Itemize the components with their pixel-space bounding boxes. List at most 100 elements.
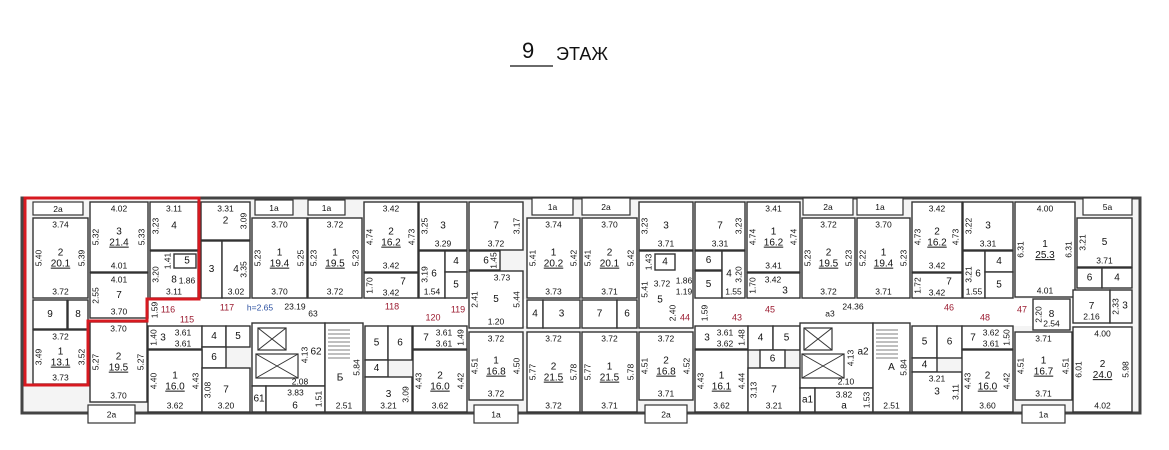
room[interactable]: 32.33	[1109, 289, 1133, 324]
room[interactable]: 4	[747, 325, 774, 351]
room[interactable]: 61.871.45	[468, 250, 501, 281]
room[interactable]: 73.723.17	[468, 201, 524, 251]
room[interactable]: 33.613.611.40	[147, 325, 203, 350]
room[interactable]: 5	[225, 325, 251, 348]
room[interactable]: 5	[772, 325, 801, 351]
balcony[interactable]: 1а	[1021, 404, 1066, 424]
room[interactable]: 33.713.23	[638, 201, 694, 251]
room[interactable]: а1	[799, 387, 816, 413]
room[interactable]: 4	[1101, 267, 1133, 289]
room[interactable]: 51.41	[162, 252, 197, 269]
room[interactable]: 4	[444, 250, 468, 273]
room[interactable]: 33.293.25	[418, 201, 468, 251]
room[interactable]: 4	[984, 250, 1014, 273]
room[interactable]: 6	[1076, 267, 1103, 289]
room[interactable]: 4	[911, 357, 938, 373]
room[interactable]: 6	[387, 325, 413, 361]
balcony[interactable]: 1а	[856, 197, 904, 216]
room[interactable]: 5	[984, 271, 1014, 299]
room[interactable]: 33.213.11	[911, 371, 963, 413]
balcony[interactable]: 5а	[1082, 197, 1133, 216]
room[interactable]: 4	[526, 299, 544, 329]
room[interactable]: 73.421.70	[363, 272, 419, 299]
room[interactable]: 23.313.09	[200, 201, 251, 241]
room[interactable]: 53.713.21	[1076, 217, 1133, 268]
room[interactable]: 61.553.21	[962, 250, 986, 299]
room[interactable]: 6	[616, 299, 638, 329]
room[interactable]: 73.213.13	[747, 367, 801, 413]
room[interactable]: 6	[201, 346, 227, 369]
balcony[interactable]: 2а	[581, 197, 631, 216]
balcony[interactable]: 2а	[87, 404, 136, 424]
room[interactable]: 43.113.23	[149, 201, 199, 251]
balcony[interactable]: 1а	[254, 199, 294, 216]
room[interactable]: 6	[936, 325, 963, 359]
room[interactable]: 7	[581, 299, 618, 329]
balcony[interactable]: 1а	[307, 199, 346, 216]
balcony[interactable]: 2а	[32, 201, 84, 216]
room[interactable]: 61	[251, 385, 267, 413]
balcony[interactable]: 1а	[531, 197, 574, 216]
balcony[interactable]: 1а	[473, 404, 519, 424]
room[interactable]: 5	[444, 271, 468, 299]
room[interactable]: 6	[694, 250, 723, 271]
room[interactable]: 72.16	[1072, 289, 1111, 324]
room[interactable]: 3	[200, 240, 223, 299]
room[interactable]: 4	[201, 325, 227, 348]
room[interactable]: 82.542.20	[1032, 298, 1071, 331]
room[interactable]: 73.313.23	[694, 201, 746, 251]
room[interactable]: 43.023.35	[221, 240, 251, 299]
room[interactable]: 3	[542, 299, 581, 329]
room[interactable]: 8	[67, 299, 89, 330]
room[interactable]: 33.421.70	[746, 272, 801, 299]
room[interactable]: А2.515.84	[872, 322, 911, 413]
selected-apartment-outline[interactable]	[23, 196, 201, 387]
room[interactable]: 5	[911, 325, 938, 359]
room[interactable]: 73.203.08	[201, 367, 251, 413]
room[interactable]: 9	[32, 299, 68, 330]
room[interactable]: 5	[694, 270, 723, 299]
room[interactable]: 6	[759, 349, 786, 369]
room[interactable]: 73.421.72	[911, 272, 963, 299]
room[interactable]: 74.013.702.55	[89, 272, 149, 319]
room[interactable]: 5	[364, 325, 389, 361]
balcony[interactable]: 2а	[802, 197, 854, 216]
room[interactable]: 41.43	[643, 253, 676, 271]
room[interactable]: 61.543.19	[418, 250, 446, 299]
room[interactable]: 33.213.09	[364, 376, 413, 413]
room[interactable]: 33.313.22	[962, 201, 1014, 251]
room[interactable]: Б2.515.84	[324, 322, 364, 413]
balcony[interactable]: 2а	[644, 404, 688, 424]
room[interactable]: 41.553.20	[721, 250, 746, 299]
